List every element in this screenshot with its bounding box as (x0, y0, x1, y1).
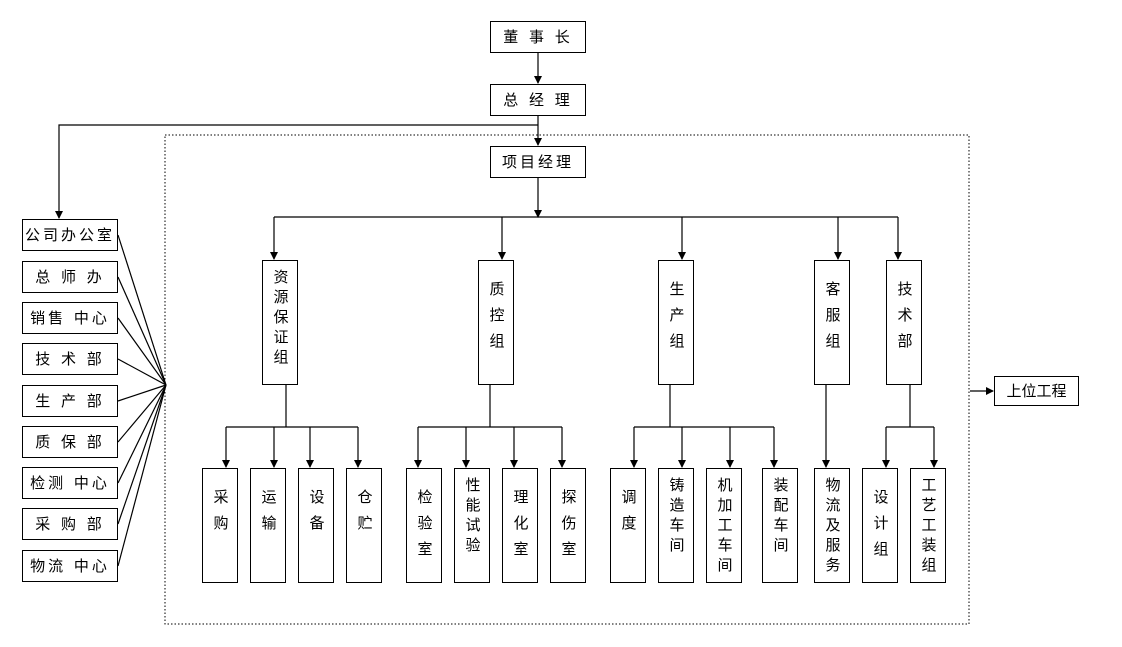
side-dept-box: 物流 中心 (22, 550, 118, 582)
sub-unit-label: 装配车间 (771, 477, 790, 557)
sub-unit-box: 物流及服务 (814, 468, 850, 583)
group-box-technical: 技术部 (886, 260, 922, 385)
side-dept-connector (117, 276, 167, 386)
sub-unit-label: 仓贮 (355, 489, 374, 541)
side-dept-label: 检测 中心 (30, 473, 110, 492)
group-box-service: 客服组 (814, 260, 850, 385)
upstream-project-box: 上位工程 (994, 376, 1079, 406)
sub-unit-box: 仓贮 (346, 468, 382, 583)
group-label: 质控组 (487, 281, 506, 359)
sub-unit-label: 性能试验 (463, 477, 482, 557)
side-dept-box: 公司办公室 (22, 219, 118, 251)
sub-unit-box: 检验室 (406, 468, 442, 583)
sub-unit-label: 采购 (211, 489, 230, 541)
sub-unit-label: 工艺工装组 (919, 477, 938, 577)
sub-unit-label: 设计组 (871, 489, 890, 567)
side-dept-box: 生 产 部 (22, 385, 118, 417)
sub-unit-box: 设计组 (862, 468, 898, 583)
group-label: 客服组 (823, 281, 842, 359)
sub-unit-box: 探伤室 (550, 468, 586, 583)
sub-unit-label: 设备 (307, 489, 326, 541)
sub-unit-label: 机加工车间 (715, 477, 734, 577)
group-label: 资源保证组 (271, 269, 290, 369)
sub-unit-box: 机加工车间 (706, 468, 742, 583)
side-dept-label: 技 术 部 (35, 349, 105, 368)
gm-to-office-arrow (55, 124, 538, 219)
sub-unit-label: 运输 (259, 489, 278, 541)
chairman-box: 董 事 长 (490, 21, 586, 53)
side-dept-box: 质 保 部 (22, 426, 118, 458)
sub-unit-label: 物流及服务 (823, 477, 842, 577)
group-label: 生产组 (667, 281, 686, 359)
sub-unit-box: 装配车间 (762, 468, 798, 583)
group-label: 技术部 (895, 281, 914, 359)
project-boundary (164, 134, 970, 625)
sub-unit-label: 铸造车间 (667, 477, 686, 557)
side-dept-label: 公司办公室 (24, 225, 115, 244)
side-dept-box: 销售 中心 (22, 302, 118, 334)
project-manager-box: 项目经理 (490, 146, 586, 178)
sub-unit-box: 性能试验 (454, 468, 490, 583)
side-dept-label: 物流 中心 (30, 556, 110, 575)
sub-unit-box: 调度 (610, 468, 646, 583)
group-box-quality: 质控组 (478, 260, 514, 385)
side-dept-connector (117, 358, 167, 386)
side-dept-label: 质 保 部 (35, 432, 105, 451)
side-dept-label: 总 师 办 (35, 267, 105, 286)
side-dept-connector (117, 317, 167, 386)
sub-unit-label: 理化室 (511, 489, 530, 567)
side-dept-connector (117, 384, 167, 484)
side-dept-label: 采 购 部 (35, 514, 105, 533)
side-dept-box: 总 师 办 (22, 261, 118, 293)
group-box-resource: 资源保证组 (262, 260, 298, 385)
side-dept-connector (117, 234, 167, 386)
general-manager-label: 总 经 理 (503, 90, 573, 109)
side-dept-connector (117, 384, 167, 567)
side-dept-connector (117, 384, 167, 402)
upstream-project-label: 上位工程 (1006, 381, 1067, 400)
project-manager-label: 项目经理 (501, 152, 574, 171)
sub-unit-label: 调度 (619, 489, 638, 541)
sub-unit-box: 铸造车间 (658, 468, 694, 583)
sub-unit-box: 设备 (298, 468, 334, 583)
group-box-production: 生产组 (658, 260, 694, 385)
side-dept-connector (117, 384, 167, 525)
sub-unit-box: 采购 (202, 468, 238, 583)
sub-unit-label: 检验室 (415, 489, 434, 567)
side-dept-box: 采 购 部 (22, 508, 118, 540)
side-dept-connector (117, 384, 167, 443)
side-dept-label: 生 产 部 (35, 391, 105, 410)
side-dept-box: 技 术 部 (22, 343, 118, 375)
sub-unit-box: 运输 (250, 468, 286, 583)
sub-unit-box: 理化室 (502, 468, 538, 583)
general-manager-box: 总 经 理 (490, 84, 586, 116)
sub-unit-label: 探伤室 (559, 489, 578, 567)
side-dept-box: 检测 中心 (22, 467, 118, 499)
chairman-label: 董 事 长 (503, 27, 573, 46)
side-dept-label: 销售 中心 (30, 308, 110, 327)
sub-unit-box: 工艺工装组 (910, 468, 946, 583)
